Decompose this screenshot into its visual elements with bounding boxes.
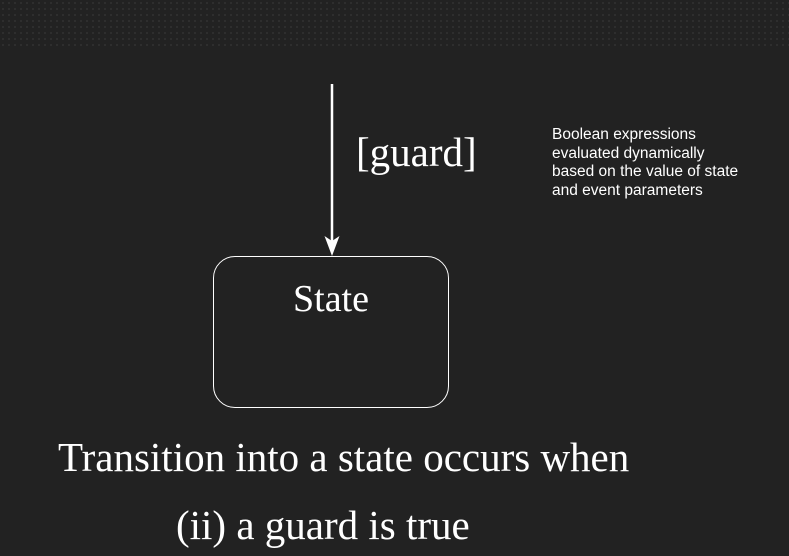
guard-note-line: Boolean expressions	[552, 126, 696, 143]
guard-note: Boolean expressions evaluated dynamicall…	[552, 126, 784, 200]
caption-line-1: Transition into a state occurs when	[58, 434, 630, 480]
state-node: State	[213, 256, 449, 408]
transition-arrow-head	[324, 236, 340, 256]
guard-label: [guard]	[356, 129, 477, 175]
dotted-header-band	[0, 0, 789, 48]
caption-line-2: (ii) a guard is true	[176, 502, 470, 548]
guard-note-line: and event parameters	[552, 181, 703, 199]
state-label: State	[293, 278, 369, 320]
guard-note-line: evaluated dynamically	[552, 144, 705, 162]
guard-note-line: based on the value of state	[552, 163, 739, 180]
